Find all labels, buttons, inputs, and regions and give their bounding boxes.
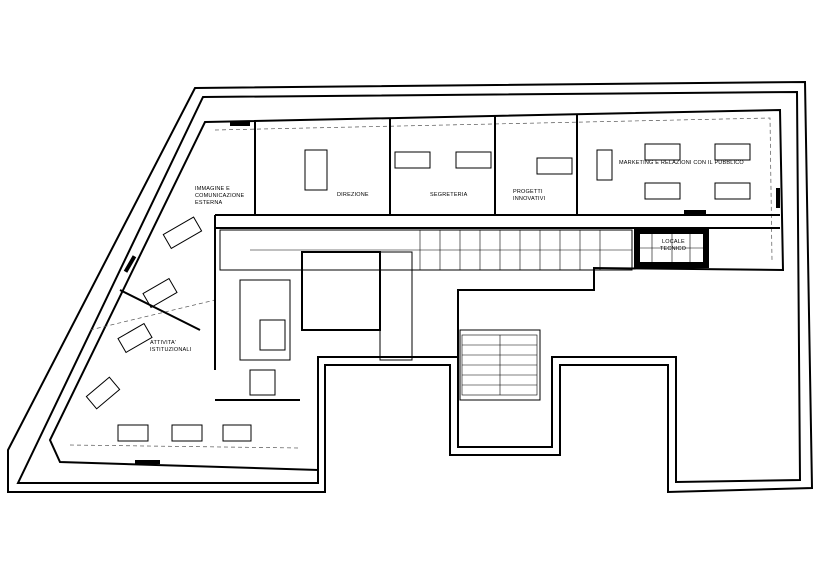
ceiling-line: [69, 117, 773, 449]
room-label-segreteria: SEGRETERIA: [430, 192, 468, 198]
windows: [123, 122, 780, 464]
corridor-grid: [250, 230, 703, 270]
room-label-marketing: MARKETING E RELAZIONI CON IL PUBBLICO: [619, 160, 744, 166]
office-perimeter: [48, 108, 785, 472]
outer-wall: [7, 80, 814, 494]
room-label-direzione: DIREZIONE: [337, 192, 369, 198]
inner-wall: [16, 90, 802, 484]
room-label-attivita: ATTIVITA'ISTITUZIONALI: [150, 340, 192, 353]
desks: [85, 143, 751, 442]
staircase: [461, 334, 538, 396]
